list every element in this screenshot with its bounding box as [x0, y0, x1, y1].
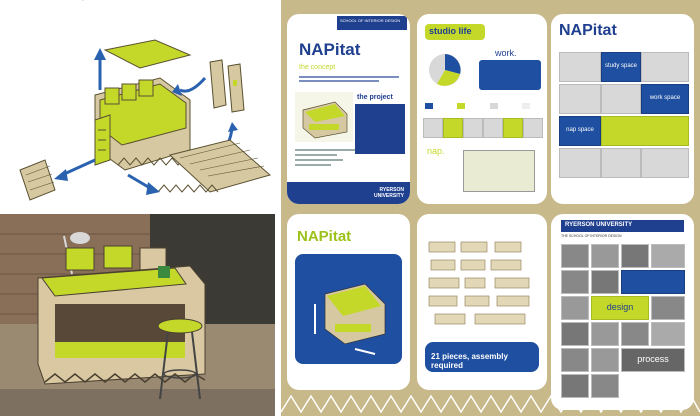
card-title: NAPitat [297, 228, 352, 245]
card-title: NAPitat [299, 40, 361, 59]
tile-label-work: work space [649, 95, 681, 101]
header-bar: RYERSON UNIVERSITY [561, 220, 684, 232]
header-banner: SCHOOL OF INTERIOR DESIGN [337, 16, 407, 30]
header-label: SCHOOL OF INTERIOR DESIGN [340, 18, 401, 23]
concept-illustration [295, 92, 353, 142]
section-heading-project: the project [357, 94, 393, 101]
section-heading-concept: the concept [299, 64, 336, 71]
card-pieces: 21 pieces, assembly required [417, 214, 547, 390]
brand-label: RYERSON UNIVERSITY [373, 187, 404, 199]
work-illustration [479, 60, 541, 90]
pieces-layout [425, 224, 539, 336]
tile-label-study: study space [604, 63, 638, 69]
brand-label: RYERSON UNIVERSITY [565, 222, 633, 228]
caption-panel: 21 pieces, assembly required [425, 342, 539, 372]
nap-illustration [463, 150, 535, 192]
credits-text [295, 146, 355, 176]
card-concept: SCHOOL OF INTERIOR DESIGN NAPitat the co… [287, 14, 410, 204]
napitat-model-icon [302, 101, 348, 139]
model-panel [295, 254, 402, 364]
tile-label-nap: nap space [566, 127, 594, 133]
concept-text [299, 74, 399, 84]
exploded-assembly-diagram [0, 0, 278, 212]
card-spaces: NAPitat study space work space nap space [551, 14, 694, 204]
prototype-photo-illustration [0, 214, 275, 416]
card-assembly-model: NAPitat [287, 214, 410, 390]
process-label: process [637, 354, 669, 364]
pieces-layout-illustration [428, 241, 530, 325]
project-text-block [355, 104, 405, 154]
card-title: NAPitat [559, 22, 617, 39]
card-studio-life: studio life work. nap. [417, 14, 547, 204]
work-heading: work. [495, 48, 517, 58]
assembly-illustration [19, 0, 272, 201]
presentation-board: SCHOOL OF INTERIOR DESIGN NAPitat the co… [281, 0, 700, 416]
prototype-photo [0, 214, 275, 416]
nap-heading: nap. [427, 146, 445, 156]
card-title: studio life [429, 26, 472, 36]
caption-text: 21 pieces, assembly required [431, 352, 508, 370]
model-diagram-icon [314, 283, 386, 355]
title-pill: studio life [425, 24, 485, 40]
card-design-process: RYERSON UNIVERSITY THE SCHOOL OF INTERIO… [551, 214, 694, 410]
legend-row [425, 96, 541, 109]
design-label: design [606, 302, 634, 312]
subtitle: THE SCHOOL OF INTERIOR DESIGN [561, 234, 622, 238]
sketch-strip [423, 118, 543, 140]
footer-band: RYERSON UNIVERSITY [287, 182, 410, 204]
pie-chart-icon [429, 54, 461, 86]
